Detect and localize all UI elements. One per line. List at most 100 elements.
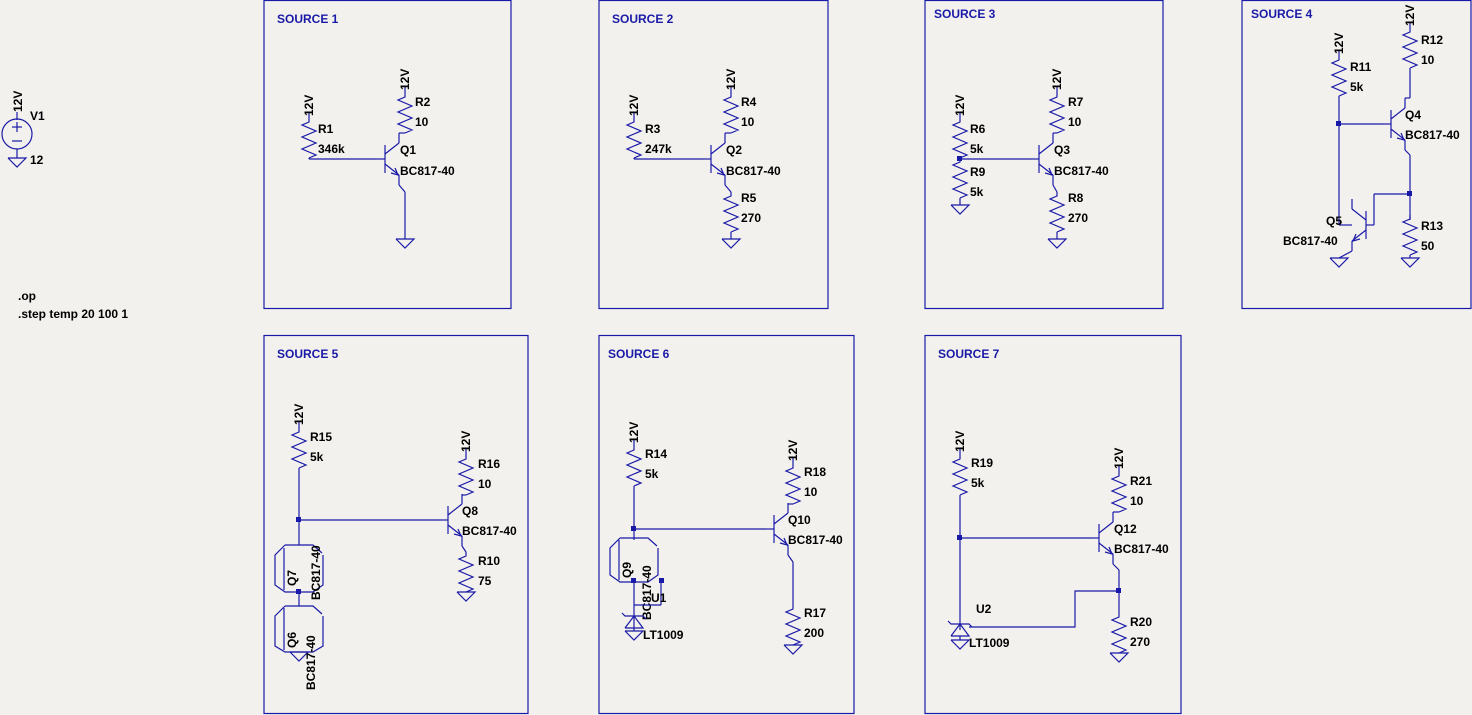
sources-s2-R5-v-text: 270 [741, 211, 761, 225]
source-1-block: SOURCE 1 12V R1 346k Q1 BC817-40 12V R2 … [263, 0, 512, 310]
sources-s4-R12-v-text: 10 [1421, 53, 1435, 67]
source-7-block: SOURCE 7 12V R19 5k Q12 BC817-40 12V R21… [924, 334, 1182, 715]
source-2-label: SOURCE 2 [612, 12, 674, 26]
sources-s2-R4-v-text: 10 [741, 115, 755, 129]
sources-s5-Q7-m-text: BC817-40 [309, 545, 323, 600]
sources-s5-R15-n-text: R15 [310, 430, 332, 444]
sources-s3-Q-m-text: BC817-40 [1054, 164, 1109, 178]
svg-text:12V: 12V [292, 404, 306, 425]
sources-s3-R6-n-text: R6 [970, 122, 986, 136]
sources-s5-R10-v-text: 75 [478, 574, 492, 588]
sources-s7-U2-n-text: U2 [976, 602, 992, 616]
sources-s1-R1-v-text: 346k [318, 142, 345, 156]
source-7-label: SOURCE 7 [938, 347, 1000, 361]
sources-s3-R8-v-text: 270 [1068, 211, 1088, 225]
sources-s2-Q-m-text: BC817-40 [726, 164, 781, 178]
sources-s2-R5-n-text: R5 [741, 191, 757, 205]
sources-s6-R18-n-text: R18 [804, 465, 826, 479]
sources-s3-Q-n-text: Q3 [1054, 143, 1070, 157]
sources-s4-Q4-m-text: BC817-40 [1405, 128, 1460, 142]
sources-s4-R12-n-text: R12 [1421, 33, 1443, 47]
sources-s6-Q9-n-text: Q9 [620, 562, 634, 578]
supply-v1: 12V V1 12 [1, 91, 45, 168]
sources-s5-Q8-m-text: BC817-40 [462, 524, 517, 538]
directive-step: .step temp 20 100 1 [18, 307, 128, 321]
sources-s3-R7-v-text: 10 [1068, 115, 1082, 129]
sources-s6-R17-n-text: R17 [804, 606, 826, 620]
source-3-label: SOURCE 3 [934, 7, 996, 21]
source-1-label: SOURCE 1 [277, 12, 339, 26]
sources-s5-R15-v-text: 5k [310, 450, 324, 464]
sources-s3-R8-n-text: R8 [1068, 191, 1084, 205]
svg-text:12V: 12V [953, 95, 967, 116]
source-3-block: SOURCE 3 12V R6 5k R9 5k Q3 BC817-40 12V… [924, 0, 1164, 310]
source-6-block: SOURCE 6 12V R14 5k Q10 BC817-40 12V R18… [598, 334, 855, 715]
sources-s1-Q-m-text: BC817-40 [400, 164, 455, 178]
sources-s1-Q-n-text: Q1 [400, 143, 416, 157]
sources-s6-Q10-n-text: Q10 [788, 513, 811, 527]
v1-name: V1 [30, 109, 45, 123]
sources-s6-Q10-m-text: BC817-40 [788, 533, 843, 547]
svg-text:12V: 12V [302, 95, 316, 116]
source-4-label: SOURCE 4 [1251, 7, 1313, 21]
sources-s1-R1-n-text: R1 [318, 122, 334, 136]
source-4-block: SOURCE 4 12V R11 5k Q4 BC817-40 12V R12 … [1241, 0, 1472, 310]
sources-s4-Q4-n-text: Q4 [1405, 108, 1421, 122]
sources-s5-R16-v-text: 10 [478, 477, 492, 491]
source-2-block: SOURCE 2 12V R3 247k Q2 BC817-40 12V R4 … [598, 0, 829, 310]
sources-s4-Q5-n-text: Q5 [1326, 214, 1342, 228]
sources-s1-R2-v-text: 10 [415, 115, 429, 129]
svg-text:12V: 12V [627, 422, 641, 443]
sources-s6-R17-v-text: 200 [804, 626, 824, 640]
svg-text:12V: 12V [1332, 33, 1346, 54]
svg-text:12V: 12V [724, 69, 738, 90]
svg-text:12V: 12V [459, 431, 473, 452]
sources-s7-Q12-n-text: Q12 [1114, 522, 1137, 536]
sources-s5-R10-n-text: R10 [478, 554, 500, 568]
sources-s3-R7-n-text: R7 [1068, 95, 1084, 109]
sources-s7-R21-v-text: 10 [1130, 494, 1144, 508]
svg-text:12V: 12V [627, 95, 641, 116]
sources-s7-R19-v-text: 5k [971, 476, 985, 490]
v1-value: 12 [30, 153, 44, 167]
svg-text:12V: 12V [398, 69, 412, 90]
sources-s6-U1-n-text: U1 [651, 591, 667, 605]
sources-s5-R16-n-text: R16 [478, 457, 500, 471]
v1-net: 12V [11, 91, 25, 112]
sources-s5-Q6-n-text: Q6 [285, 632, 299, 648]
source-6-label: SOURCE 6 [608, 347, 670, 361]
svg-text:12V: 12V [786, 440, 800, 461]
sources-s4-Q5-m-text: BC817-40 [1283, 234, 1338, 248]
source-5-label: SOURCE 5 [277, 347, 339, 361]
sources-s4-R13-n-text: R13 [1421, 219, 1443, 233]
sources-s7-R19-n-text: R19 [971, 456, 993, 470]
sources-s6-R14-n-text: R14 [645, 447, 667, 461]
sources-s2-R3-v-text: 247k [645, 142, 672, 156]
sources-s6-R14-v-text: 5k [645, 467, 659, 481]
sources-s7-U2-m-text: LT1009 [969, 636, 1010, 650]
sources-s2-R3-n-text: R3 [645, 122, 661, 136]
sources-s6-U1-m-text: LT1009 [643, 628, 684, 642]
svg-text:12V: 12V [953, 431, 967, 452]
svg-text:12V: 12V [1403, 5, 1417, 26]
sources-s7-Q12-m-text: BC817-40 [1114, 542, 1169, 556]
sources-s2-R4-n-text: R4 [741, 95, 757, 109]
sources-s7-R20-v-text: 270 [1130, 635, 1150, 649]
sources-s7-R20-n-text: R20 [1130, 615, 1152, 629]
sources-s3-R6-v-text: 5k [970, 142, 984, 156]
sources-s6-Q9-m-text: BC817-40 [640, 565, 654, 620]
sources-s6-R18-v-text: 10 [804, 485, 818, 499]
sources-s7-R21-n-text: R21 [1130, 474, 1152, 488]
sources-s5-Q8-n-text: Q8 [462, 504, 478, 518]
sources-s5-Q6-m-text: BC817-40 [304, 635, 318, 690]
sources-s4-R11-n-text: R11 [1350, 60, 1372, 74]
source-5-block: SOURCE 5 12V R15 5k Q8 BC817-40 12V R16 … [263, 334, 529, 715]
svg-text:12V: 12V [1112, 448, 1126, 469]
directive-op: .op [18, 289, 36, 303]
svg-text:12V: 12V [1050, 69, 1064, 90]
sources-s3-R9-v-text: 5k [970, 185, 984, 199]
sources-s2-Q-n-text: Q2 [726, 143, 742, 157]
sources-s4-R11-v-text: 5k [1350, 80, 1364, 94]
sources-s3-R9-n-text: R9 [970, 165, 986, 179]
